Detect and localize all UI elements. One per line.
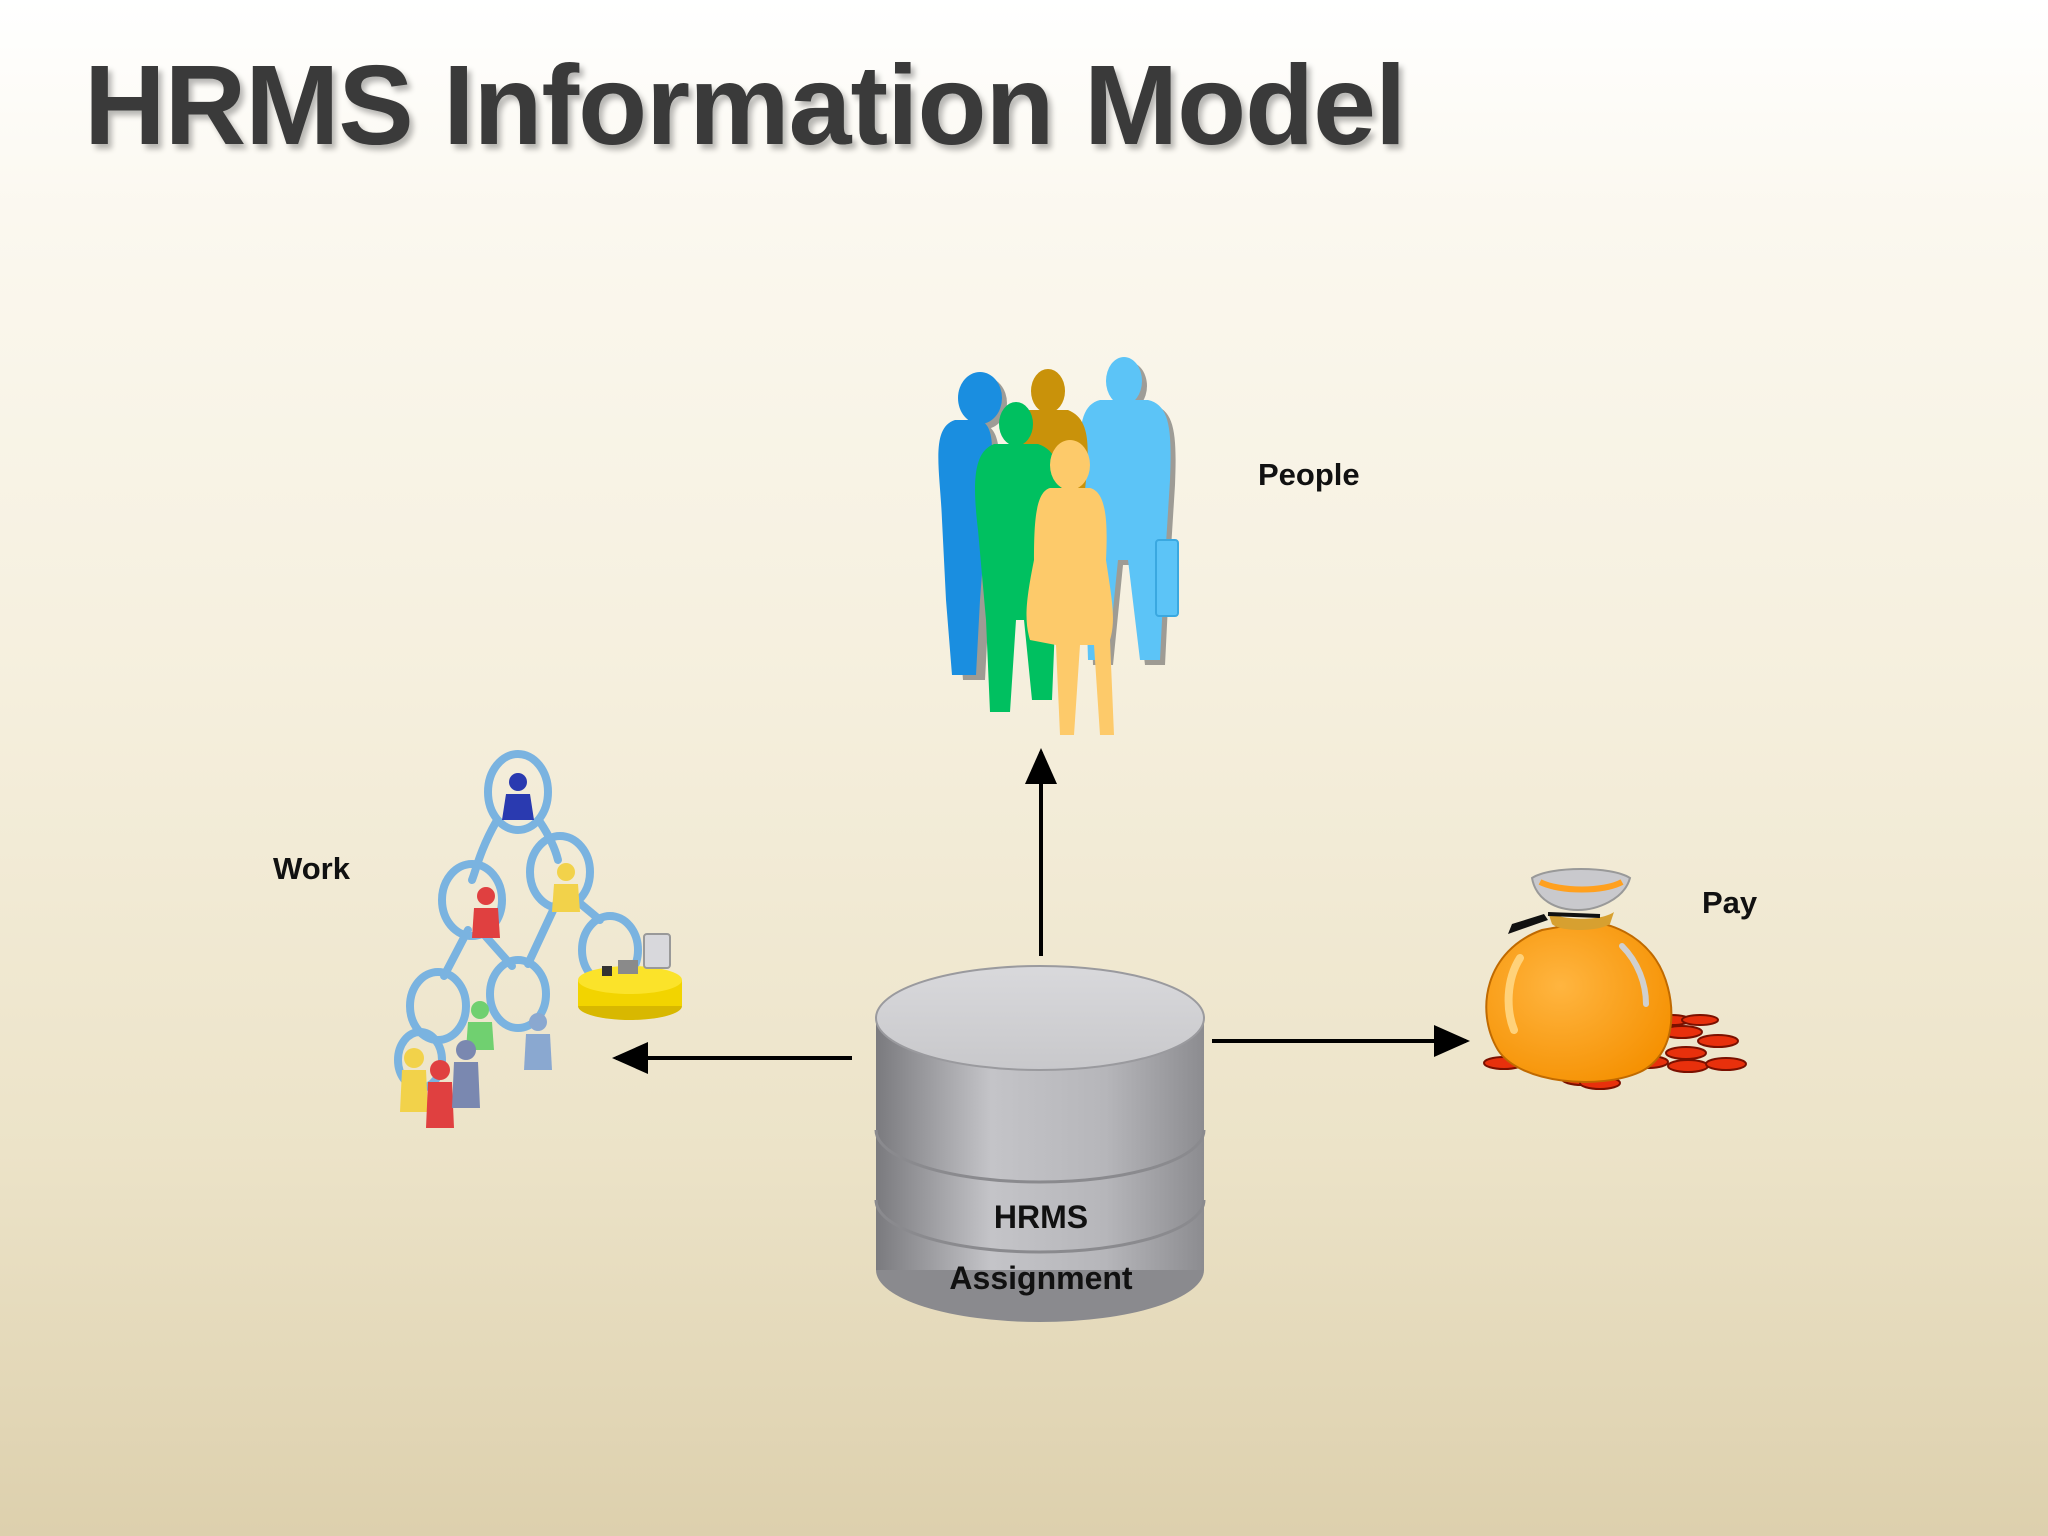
people-group-icon <box>938 357 1179 735</box>
page-title: HRMS Information Model <box>84 42 1406 168</box>
desk-with-computer <box>578 933 682 1020</box>
database-cylinder-icon <box>874 965 1206 1322</box>
money-bag-icon <box>1483 868 1747 1090</box>
organization-hierarchy-icon <box>394 750 682 1128</box>
center-label-line2: Assignment <box>949 1260 1132 1296</box>
pay-label: Pay <box>1702 885 1758 920</box>
center-label-line1: HRMS <box>994 1199 1088 1235</box>
work-label: Work <box>273 851 351 886</box>
people-label: People <box>1258 457 1360 492</box>
org-person-top <box>502 773 534 820</box>
